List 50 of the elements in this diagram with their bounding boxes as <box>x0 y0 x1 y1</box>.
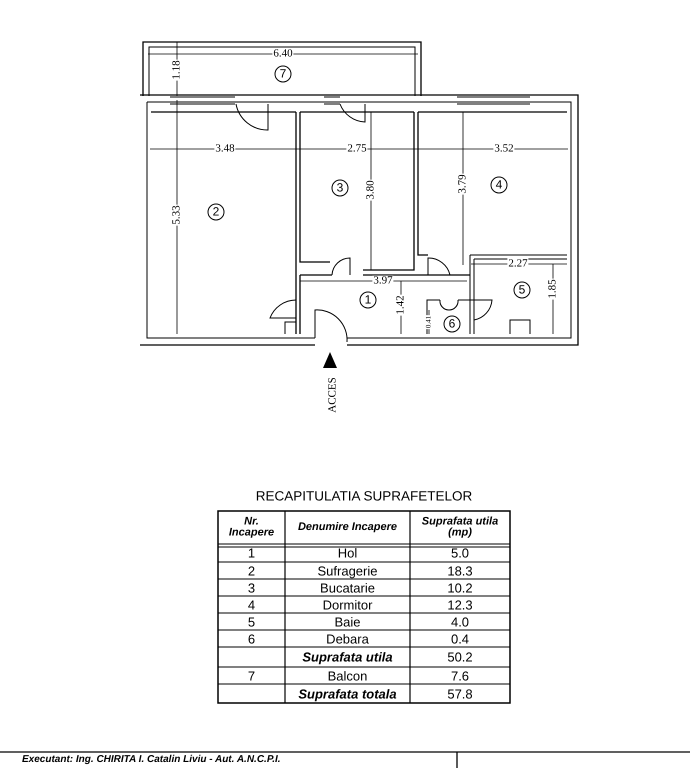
room-nr: 2 <box>248 564 256 577</box>
area-value: 10.2 <box>447 581 473 594</box>
room-nr: 4 <box>248 598 256 611</box>
dimension-label: 3.52 <box>493 144 515 154</box>
room-number: 6 <box>444 316 460 332</box>
room-name: Baie <box>334 615 361 628</box>
area-value: 5.0 <box>450 546 470 560</box>
room-nr: 6 <box>248 632 256 645</box>
room-nr: 5 <box>248 615 256 628</box>
dimension-label: 1.18 <box>172 59 182 81</box>
dimension-label: 3.97 <box>372 276 394 286</box>
room-nr: 3 <box>248 581 256 594</box>
room-name: Hol <box>338 546 358 560</box>
dimension-label: 3.80 <box>366 179 376 201</box>
area-value: 18.3 <box>447 564 473 577</box>
room-name: Sufragerie <box>318 564 378 577</box>
room-name: Bucatarie <box>320 581 375 594</box>
dimension-label: 1.85 <box>548 278 558 300</box>
area-value: 7.6 <box>450 669 470 682</box>
area-value: 0.4 <box>450 632 470 645</box>
table-title: RECAPITULATIA SUPRAFETELOR <box>256 489 472 503</box>
room-number: 4 <box>490 176 508 194</box>
dimension-label: 6.40 <box>272 48 294 60</box>
room-number: 5 <box>514 282 530 298</box>
room-number: 2 <box>208 204 224 220</box>
area-value: 50.2 <box>447 650 473 664</box>
dimension-label: 3.48 <box>214 144 236 154</box>
area-value: 12.3 <box>447 598 473 611</box>
room-number: 1 <box>360 292 376 308</box>
room-name: Dormitor <box>322 598 372 611</box>
column-header: Suprafata utila (mp) <box>420 516 500 540</box>
dimension-label: 2.27 <box>507 258 529 270</box>
room-name: Suprafata totala <box>298 687 397 700</box>
column-header: Denumire Incapere <box>296 522 398 534</box>
room-name: Debara <box>326 632 369 645</box>
dimension-label: 2.75 <box>346 144 368 154</box>
room-name: Suprafata utila <box>302 650 393 664</box>
dimension-label: 3.79 <box>458 173 468 195</box>
column-header: Nr. Incapere <box>228 516 276 540</box>
area-value: 4.0 <box>450 615 470 628</box>
room-number: 3 <box>332 180 348 196</box>
dimension-label: 1.42 <box>396 294 406 316</box>
dimension-label: 5.33 <box>172 204 182 226</box>
author-note: Executant: Ing. CHIRITA I. Catalin Liviu - Aut. A.N.C.P.I. <box>22 755 281 765</box>
room-number: 7 <box>274 66 292 82</box>
access-label: ACCES <box>328 377 338 413</box>
area-value: 57.8 <box>447 687 473 700</box>
room-name: Balcon <box>328 669 368 682</box>
room-nr: 7 <box>248 669 256 682</box>
room-nr: 1 <box>248 546 256 560</box>
